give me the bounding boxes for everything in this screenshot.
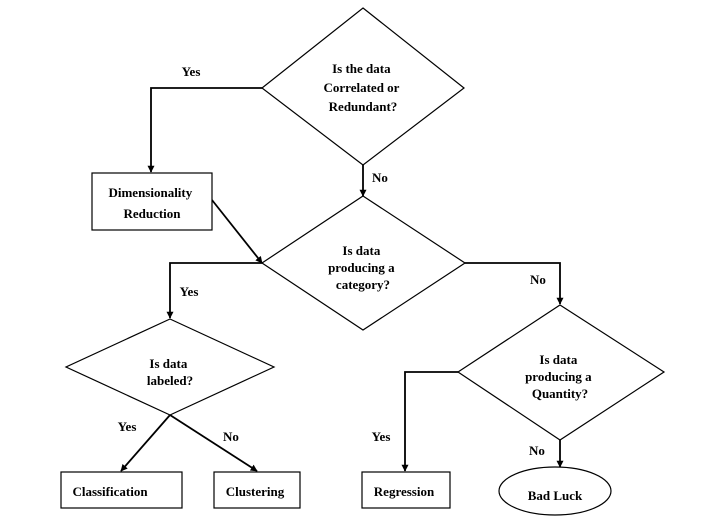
decision-labeled-text: Is data labeled? — [147, 356, 193, 388]
process-dimensionality-reduction-text: Dimensionality Reduction — [108, 185, 195, 221]
edge-labeled-no — [169, 414, 258, 472]
edge-correlated-yes — [147, 87, 262, 173]
edge-label-category-no: No — [530, 272, 546, 287]
decision-category: Is data producing a category? — [260, 195, 467, 331]
process-dimensionality-reduction: Dimensionality Reduction — [91, 172, 213, 231]
edge-category-no — [465, 262, 564, 305]
edge-dimred-to-category — [211, 199, 263, 264]
decision-labeled: Is data labeled? — [64, 318, 276, 416]
edge-label-correlated-no: No — [372, 170, 388, 185]
result-bad-luck-label: Bad Luck — [528, 488, 583, 503]
result-regression-label: Regression — [374, 484, 435, 499]
result-bad-luck: Bad Luck — [498, 466, 612, 516]
decision-correlated: Is the data Correlated or Redundant? — [261, 7, 465, 166]
edge-label-labeled-no: No — [223, 429, 239, 444]
decision-quantity: Is data producing a Quantity? — [456, 304, 666, 441]
edge-labeled-yes — [120, 414, 171, 472]
result-clustering: Clustering — [213, 471, 301, 509]
edge-label-category-yes: Yes — [180, 284, 199, 299]
edge-label-labeled-yes: Yes — [118, 419, 137, 434]
decision-category-text: Is data producing a category? — [328, 243, 398, 292]
result-clustering-label: Clustering — [226, 484, 285, 499]
edge-label-quantity-yes: Yes — [372, 429, 391, 444]
decision-correlated-text: Is the data Correlated or Redundant? — [324, 61, 403, 114]
edge-label-correlated-yes: Yes — [182, 64, 201, 79]
edge-label-quantity-no: No — [529, 443, 545, 458]
result-classification: Classification — [60, 471, 183, 509]
result-classification-label: Classification — [72, 484, 148, 499]
edge-quantity-yes — [401, 371, 458, 472]
result-regression: Regression — [361, 471, 451, 509]
decision-quantity-text: Is data producing a Quantity? — [525, 352, 595, 401]
edge-category-yes — [166, 262, 262, 319]
